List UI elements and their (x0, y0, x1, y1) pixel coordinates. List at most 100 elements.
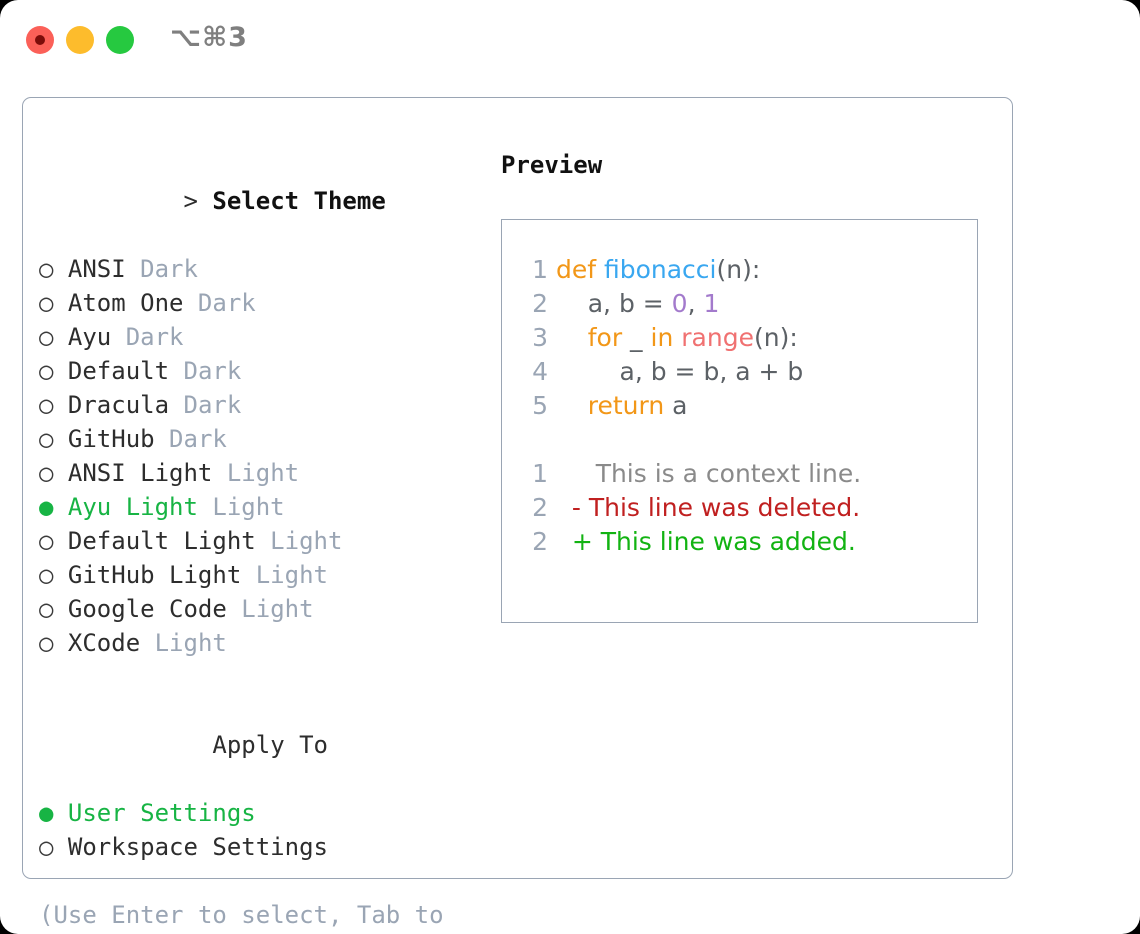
title-bar: ⌥⌘3 (0, 0, 1140, 78)
apply-to-spacer (184, 728, 213, 762)
theme-item-variant-tag: Dark (169, 391, 242, 419)
code-token (548, 391, 588, 420)
theme-item-variant-tag: Light (197, 493, 285, 521)
keyboard-hint-text: (Use Enter to select, Tab to change focu… (39, 901, 444, 929)
prompt-caret-icon: > (183, 187, 213, 215)
theme-list-item[interactable]: ○ Atom One Dark (39, 286, 479, 320)
radio-unselected-icon[interactable]: ○ (39, 323, 68, 351)
code-token: (n): (716, 255, 761, 284)
diff-marker (548, 459, 580, 488)
theme-item-variant-tag: Light (255, 527, 343, 555)
radio-unselected-icon[interactable]: ○ (39, 289, 68, 317)
theme-item-label: Dracula (67, 391, 170, 419)
line-number: 4 (532, 357, 548, 386)
apply-to-header: Apply To (39, 694, 479, 796)
code-token (548, 255, 556, 284)
diff-line-number: 2 (532, 493, 548, 522)
code-token: 0 (671, 289, 688, 318)
theme-item-variant-tag: Dark (183, 289, 256, 317)
code-line: 2 a, b = 0, 1 (518, 287, 969, 321)
radio-selected-icon[interactable]: ● (39, 799, 68, 827)
record-indicator-icon (35, 35, 45, 45)
code-token: range (681, 323, 754, 352)
apply-to-item-label: User Settings (67, 799, 256, 827)
apply-to-item-label: Workspace Settings (67, 833, 328, 861)
diff-line: 1 This is a context line. (518, 457, 969, 491)
radio-unselected-icon[interactable]: ○ (39, 391, 68, 419)
theme-list-item[interactable]: ○ GitHub Light Light (39, 558, 479, 592)
code-token: in (650, 323, 674, 352)
code-token (548, 323, 588, 352)
code-line: 4 a, b = b, a + b (518, 355, 969, 389)
diff-line: 2 - This line was deleted. (518, 491, 969, 525)
theme-item-label: Ayu (67, 323, 112, 351)
diff-text: This is a context line. (579, 459, 862, 488)
theme-item-variant-tag: Light (212, 459, 300, 487)
theme-list-item[interactable]: ○ Ayu Dark (39, 320, 479, 354)
apply-to-title: Apply To (212, 731, 328, 759)
theme-item-variant-tag: Dark (169, 357, 242, 385)
theme-item-label: XCode (67, 629, 141, 657)
code-line: 3 for _ in range(n): (518, 321, 969, 355)
main-panel: > Select Theme ○ ANSI Dark○ Atom One Dar… (22, 97, 1013, 929)
radio-unselected-icon[interactable]: ○ (39, 527, 68, 555)
apply-to-list: ● User Settings○ Workspace Settings (39, 796, 479, 864)
preview-column: Preview 1 def fibonacci(n):2 a, b = 0, 1… (501, 150, 1001, 623)
radio-unselected-icon[interactable]: ○ (39, 255, 68, 283)
theme-item-label: ANSI (67, 255, 126, 283)
radio-unselected-icon[interactable]: ○ (39, 629, 68, 657)
theme-list-item[interactable]: ○ Default Light Light (39, 524, 479, 558)
radio-unselected-icon[interactable]: ○ (39, 459, 68, 487)
theme-item-variant-tag: Dark (154, 425, 227, 453)
diff-text: This line was deleted. (580, 493, 861, 522)
code-token: a (664, 391, 688, 420)
diff-marker: - (548, 493, 581, 522)
diff-line-number: 1 (532, 459, 548, 488)
diff-text: This line was added. (592, 527, 856, 556)
theme-list-item[interactable]: ○ ANSI Dark (39, 252, 479, 286)
radio-unselected-icon[interactable]: ○ (39, 357, 68, 385)
theme-list-item[interactable]: ○ GitHub Dark (39, 422, 479, 456)
code-line: 5 return a (518, 389, 969, 423)
code-token (596, 255, 604, 284)
code-token: (n): (753, 323, 798, 352)
apply-to-item[interactable]: ○ Workspace Settings (39, 830, 479, 864)
window-shortcut-label: ⌥⌘3 (170, 22, 248, 53)
theme-selector-column: > Select Theme ○ ANSI Dark○ Atom One Dar… (39, 150, 479, 934)
theme-item-label: Atom One (67, 289, 184, 317)
radio-unselected-icon[interactable]: ○ (39, 595, 68, 623)
theme-item-variant-tag: Light (241, 561, 328, 589)
close-button[interactable] (26, 26, 54, 54)
radio-unselected-icon[interactable]: ○ (39, 561, 68, 589)
code-token: a, b = (548, 289, 672, 318)
select-theme-title: Select Theme (212, 187, 386, 215)
radio-unselected-icon[interactable]: ○ (39, 425, 68, 453)
theme-list-item[interactable]: ○ Google Code Light (39, 592, 479, 626)
diff-marker: + (548, 527, 593, 556)
code-token: , (687, 289, 704, 318)
theme-list-item[interactable]: ○ XCode Light (39, 626, 479, 660)
theme-list-item[interactable]: ○ ANSI Light Light (39, 456, 479, 490)
radio-unselected-icon[interactable]: ○ (39, 833, 68, 861)
code-token: _ (622, 323, 651, 352)
radio-selected-icon[interactable]: ● (39, 493, 68, 521)
theme-list-item[interactable]: ○ Default Dark (39, 354, 479, 388)
theme-item-label: Google Code (67, 595, 227, 623)
line-number: 1 (532, 255, 548, 284)
theme-list: ○ ANSI Dark○ Atom One Dark○ Ayu Dark○ De… (39, 252, 479, 660)
code-token: fibonacci (603, 255, 717, 284)
maximize-button[interactable] (106, 26, 134, 54)
code-token: def (555, 255, 597, 284)
theme-item-variant-tag: Light (140, 629, 227, 657)
preview-spacer (518, 423, 969, 457)
line-number: 5 (532, 391, 548, 420)
apply-to-item[interactable]: ● User Settings (39, 796, 479, 830)
minimize-button[interactable] (66, 26, 94, 54)
theme-list-item[interactable]: ● Ayu Light Light (39, 490, 479, 524)
theme-item-label: Default Light (67, 527, 256, 555)
theme-list-item[interactable]: ○ Dracula Dark (39, 388, 479, 422)
code-token: return (587, 391, 665, 420)
